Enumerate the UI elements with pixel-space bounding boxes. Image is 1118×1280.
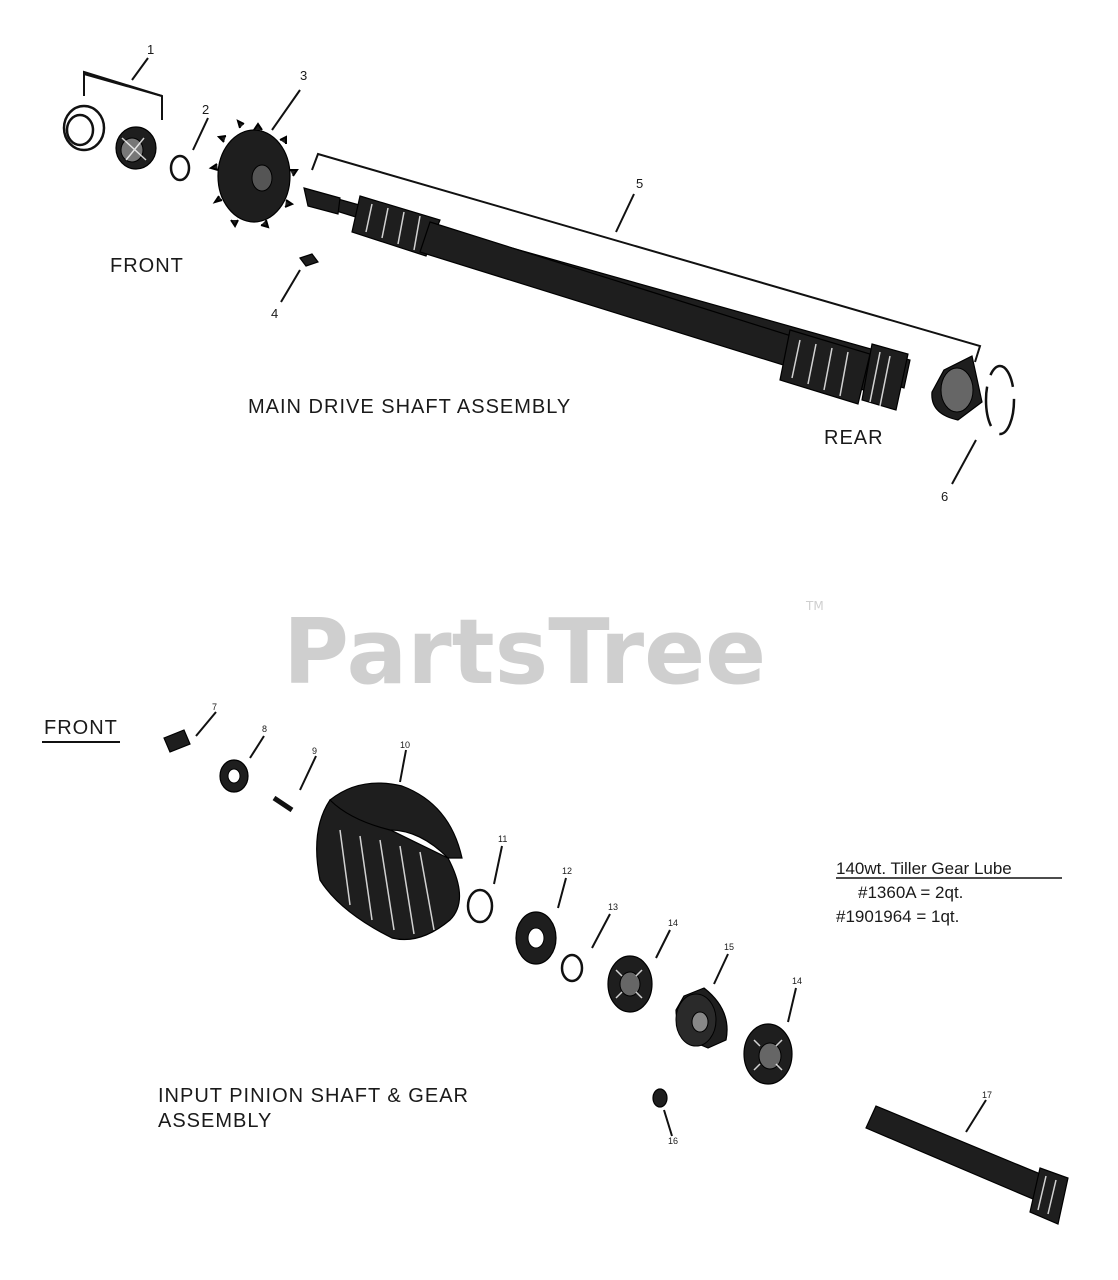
watermark-trademark: TM xyxy=(805,599,824,613)
callout-2-number: 2 xyxy=(202,102,209,117)
part-6-rear-bearing[interactable]: 6 xyxy=(931,355,1016,504)
callout-3-number: 3 xyxy=(300,68,307,83)
callout-7-number: 7 xyxy=(212,702,217,712)
callout-8-number: 8 xyxy=(262,724,267,734)
callout-1: 1 xyxy=(83,42,163,120)
part-14-bearing-front[interactable]: 14 xyxy=(607,918,678,1013)
part-3-sprocket[interactable]: 3 xyxy=(208,68,307,229)
callout-4-number: 4 xyxy=(271,306,278,321)
part-1-bearing[interactable] xyxy=(62,104,157,170)
main-drive-shaft-assembly: 1 2 3 4 xyxy=(62,42,1016,504)
part-11-ring[interactable]: 11 xyxy=(466,834,507,924)
part-12-seal[interactable]: 12 xyxy=(515,866,572,965)
main-assembly-title: MAIN DRIVE SHAFT ASSEMBLY xyxy=(248,396,571,418)
callout-6-number: 6 xyxy=(941,489,948,504)
lube-note-line2: #1901964 = 1qt. xyxy=(836,907,959,926)
part-2-snap-ring[interactable]: 2 xyxy=(169,102,209,182)
part-10-large-gear[interactable]: 10 xyxy=(316,740,463,941)
part-8-washer[interactable]: 8 xyxy=(219,724,267,793)
callout-9-number: 9 xyxy=(312,746,317,756)
main-front-label: FRONT xyxy=(110,255,184,277)
pinion-front-label: FRONT xyxy=(44,717,118,739)
callout-15-number: 15 xyxy=(724,942,734,952)
lube-note-line1: #1360A = 2qt. xyxy=(858,883,963,902)
input-pinion-assembly: FRONT 7 8 9 10 xyxy=(42,702,1069,1225)
pinion-assembly-title-line2: ASSEMBLY xyxy=(158,1110,272,1132)
part-14-bearing-rear[interactable]: 14 xyxy=(743,976,802,1085)
callout-1-number: 1 xyxy=(147,42,154,57)
part-17-pinion-shaft[interactable]: 17 xyxy=(865,1090,1069,1225)
callout-13-number: 13 xyxy=(608,902,618,912)
callout-12-number: 12 xyxy=(562,866,572,876)
part-9-pin[interactable]: 9 xyxy=(272,746,317,813)
part-15-hub[interactable]: 15 xyxy=(675,942,734,1049)
part-16-key[interactable]: 16 xyxy=(652,1088,678,1146)
callout-11-number: 11 xyxy=(498,834,507,844)
part-7-bolt[interactable]: 7 xyxy=(163,702,217,753)
callout-17-number: 17 xyxy=(982,1090,992,1100)
lube-note: 140wt. Tiller Gear Lube #1360A = 2qt. #1… xyxy=(836,859,1062,926)
callout-5-number: 5 xyxy=(636,176,643,191)
callout-16-number: 16 xyxy=(668,1136,678,1146)
part-4-key[interactable]: 4 xyxy=(271,253,319,321)
part-5-main-shaft[interactable] xyxy=(303,187,911,411)
part-13-snap-ring[interactable]: 13 xyxy=(560,902,618,983)
callout-14-number: 14 xyxy=(668,918,678,928)
pinion-assembly-title-line1: INPUT PINION SHAFT & GEAR xyxy=(158,1085,469,1107)
callout-10-number: 10 xyxy=(400,740,410,750)
callout-5: 5 xyxy=(311,152,982,363)
watermark-text: PartsTree xyxy=(283,600,766,705)
watermark: PartsTree TM xyxy=(283,599,824,705)
main-rear-label: REAR xyxy=(824,427,884,449)
lube-note-heading: 140wt. Tiller Gear Lube xyxy=(836,859,1012,878)
callout-14b-number: 14 xyxy=(792,976,802,986)
